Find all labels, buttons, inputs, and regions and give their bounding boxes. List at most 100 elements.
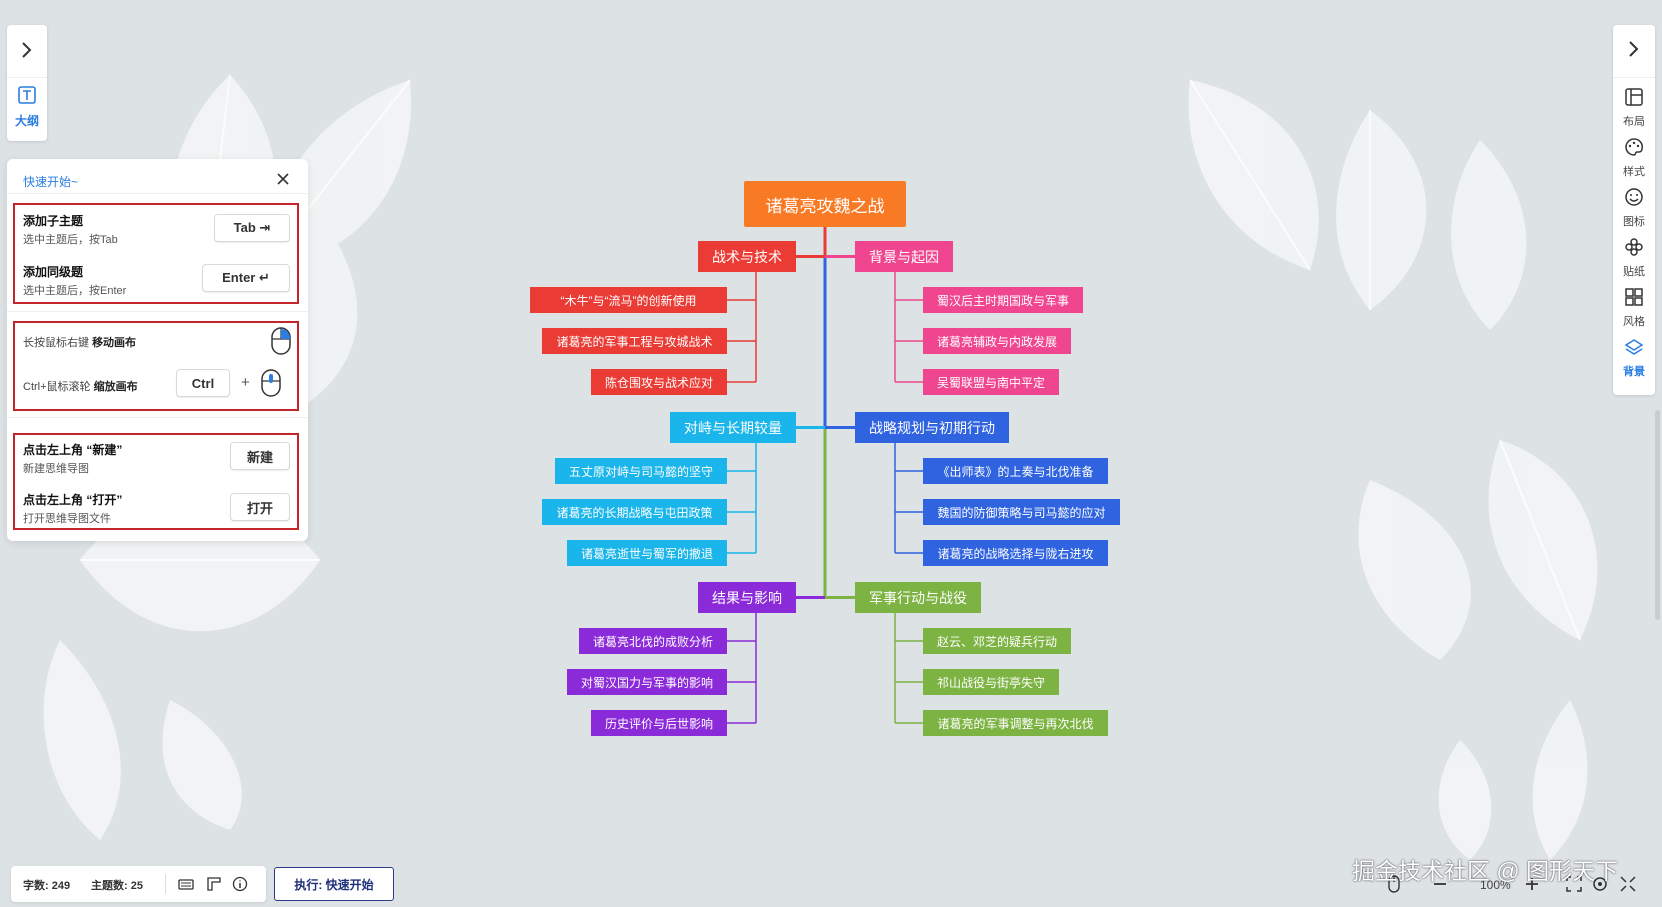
new-button[interactable]: 新建 <box>230 442 290 470</box>
zoom-canvas-prefix: Ctrl+鼠标滚轮 <box>23 381 94 393</box>
subtopic-result-2[interactable]: 历史评价与后世影响 <box>591 710 727 736</box>
add-child-desc: 选中主题后，按Tab <box>23 234 118 246</box>
subtopic-standoff-0[interactable]: 五丈原对峙与司马懿的坚守 <box>555 458 727 484</box>
flower-icon <box>1625 238 1643 256</box>
divider <box>7 417 308 418</box>
toolbar-divider <box>1613 77 1655 78</box>
info-icon[interactable] <box>232 876 248 892</box>
tab-key-button[interactable]: Tab ⇥ <box>214 214 290 242</box>
branch-result[interactable]: 结果与影响 <box>698 582 796 613</box>
tool-icon[interactable]: 图标 <box>1613 187 1655 229</box>
fullscreen-icon[interactable] <box>1618 874 1638 894</box>
zoom-bar: 100% <box>1368 866 1655 902</box>
smiley-icon <box>1625 188 1643 206</box>
minimap-icon[interactable] <box>206 876 222 892</box>
zoom-out-icon[interactable] <box>1430 874 1450 894</box>
watermark: 掘金技术社区 @ 图形天下 <box>1352 858 1619 884</box>
subtopic-result-0[interactable]: 诸葛亮北伐的成败分析 <box>579 628 727 654</box>
collapse-right-button[interactable] <box>1613 40 1655 63</box>
subtopic-strategy-0[interactable]: 《出师表》的上奏与北伐准备 <box>923 458 1108 484</box>
tool-theme-label: 风格 <box>1623 316 1645 328</box>
subtopic-standoff-1[interactable]: 诸葛亮的长期战略与屯田政策 <box>542 499 727 525</box>
execute-quick-start-button[interactable]: 执行: 快速开始 <box>274 867 394 901</box>
subtopic-result-1[interactable]: 对蜀汉国力与军事的影响 <box>567 669 727 695</box>
subtopic-military-0[interactable]: 赵云、邓芝的疑兵行动 <box>923 628 1071 654</box>
subtopic-standoff-2[interactable]: 诸葛亮逝世与蜀军的撤退 <box>567 540 727 566</box>
left-toolbar: 大纲 <box>7 25 47 141</box>
add-sibling-desc: 选中主题后，按Enter <box>23 285 127 297</box>
chevron-right-icon <box>1629 41 1639 57</box>
branch-standoff[interactable]: 对峙与长期较量 <box>670 412 796 443</box>
zoom-in-icon[interactable] <box>1522 874 1542 894</box>
subtopic-background-0[interactable]: 蜀汉后主时期国政与军事 <box>923 287 1083 313</box>
tool-style[interactable]: 样式 <box>1613 137 1655 179</box>
branch-military[interactable]: 军事行动与战役 <box>855 582 981 613</box>
close-panel-button[interactable] <box>273 169 293 189</box>
outline-button[interactable]: 大纲 <box>7 85 47 135</box>
branch-tactics[interactable]: 战术与技术 <box>698 241 796 272</box>
subtopic-strategy-1[interactable]: 魏国的防御策略与司马懿的应对 <box>923 499 1120 525</box>
divider <box>7 193 308 194</box>
grid-icon <box>1625 288 1643 306</box>
shortcut-group-canvas: 长按鼠标右键 移动画布 Ctrl+鼠标滚轮 缩放画布 Ctrl + <box>13 321 299 411</box>
subtopic-military-2[interactable]: 诸葛亮的军事调整与再次北伐 <box>923 710 1108 736</box>
enter-key-button[interactable]: Enter ↵ <box>202 264 290 292</box>
open-map-title: 点击左上角 “打开” <box>23 493 123 507</box>
topic-count: 主题数: 25 <box>91 880 143 892</box>
tool-sticker[interactable]: 贴纸 <box>1613 237 1655 279</box>
palette-icon <box>1625 138 1643 156</box>
layout-icon <box>1625 88 1643 106</box>
quick-start-panel: 快速开始~ 添加子主题 选中主题后，按Tab Tab ⇥ 添加同级题 选中主题后… <box>7 159 308 541</box>
move-canvas-text: 长按鼠标右键 移动画布 <box>23 334 136 350</box>
quick-start-title: 快速开始~ <box>23 175 79 189</box>
shortcut-group-topics: 添加子主题 选中主题后，按Tab Tab ⇥ 添加同级题 选中主题后，按Ente… <box>13 203 299 304</box>
open-map-desc: 打开思维导图文件 <box>23 513 111 525</box>
tool-style-label: 样式 <box>1623 166 1645 178</box>
subtopic-tactics-2[interactable]: 陈仓围攻与战术应对 <box>591 369 727 395</box>
tool-sticker-label: 贴纸 <box>1623 266 1645 278</box>
locate-icon[interactable] <box>1590 874 1610 894</box>
branch-background[interactable]: 背景与起因 <box>855 241 953 272</box>
fit-view-icon[interactable] <box>1564 874 1584 894</box>
keyboard-icon[interactable] <box>178 876 194 892</box>
move-canvas-strong: 移动画布 <box>92 337 137 349</box>
close-icon <box>277 173 289 185</box>
mouse-wheel-icon <box>261 369 281 397</box>
ctrl-key-button[interactable]: Ctrl <box>176 369 230 397</box>
new-map-desc: 新建思维导图 <box>23 463 89 475</box>
subtopic-tactics-0[interactable]: “木牛”与“流马”的创新使用 <box>530 287 727 313</box>
subtopic-background-2[interactable]: 吴蜀联盟与南中平定 <box>923 369 1059 395</box>
zoom-canvas-strong: 缩放画布 <box>93 381 138 393</box>
status-bar: 字数: 249 主题数: 25 <box>11 866 266 902</box>
subtopic-background-1[interactable]: 诸葛亮辅政与内政发展 <box>923 328 1071 354</box>
tool-background[interactable]: 背景 <box>1613 337 1655 379</box>
root-topic[interactable]: 诸葛亮攻魏之战 <box>744 181 906 227</box>
word-count: 字数: 249 <box>23 880 71 892</box>
expand-left-button[interactable] <box>7 25 47 75</box>
tool-layout[interactable]: 布局 <box>1613 87 1655 129</box>
divider <box>7 311 308 312</box>
vertical-scrollbar[interactable] <box>1655 410 1660 620</box>
status-divider <box>165 874 166 894</box>
tool-theme[interactable]: 风格 <box>1613 287 1655 329</box>
zoom-canvas-text: Ctrl+鼠标滚轮 缩放画布 <box>23 378 138 394</box>
branch-strategy[interactable]: 战略规划与初期行动 <box>855 412 1009 443</box>
shortcut-group-file: 点击左上角 “新建” 新建思维导图 新建 点击左上角 “打开” 打开思维导图文件… <box>13 433 299 530</box>
new-map-title: 点击左上角 “新建” <box>23 443 123 457</box>
tool-layout-label: 布局 <box>1623 116 1645 128</box>
zoom-level: 100% <box>1480 878 1511 892</box>
subtopic-tactics-1[interactable]: 诸葛亮的军事工程与攻城战术 <box>542 328 727 354</box>
open-button[interactable]: 打开 <box>230 493 290 521</box>
subtopic-strategy-2[interactable]: 诸葛亮的战略选择与陇右进攻 <box>923 540 1108 566</box>
right-toolbar: 布局 样式 图标 贴纸 风格 背景 <box>1613 25 1655 395</box>
text-box-icon <box>18 86 36 104</box>
plus-sign: + <box>241 374 250 391</box>
tool-background-label: 背景 <box>1623 366 1645 378</box>
tool-icon-label: 图标 <box>1623 216 1645 228</box>
move-canvas-prefix: 长按鼠标右键 <box>23 337 93 349</box>
mouse-icon[interactable] <box>1384 874 1404 894</box>
add-child-title: 添加子主题 <box>23 214 84 228</box>
subtopic-military-1[interactable]: 祁山战役与街亭失守 <box>923 669 1059 695</box>
outline-label: 大纲 <box>14 114 39 128</box>
